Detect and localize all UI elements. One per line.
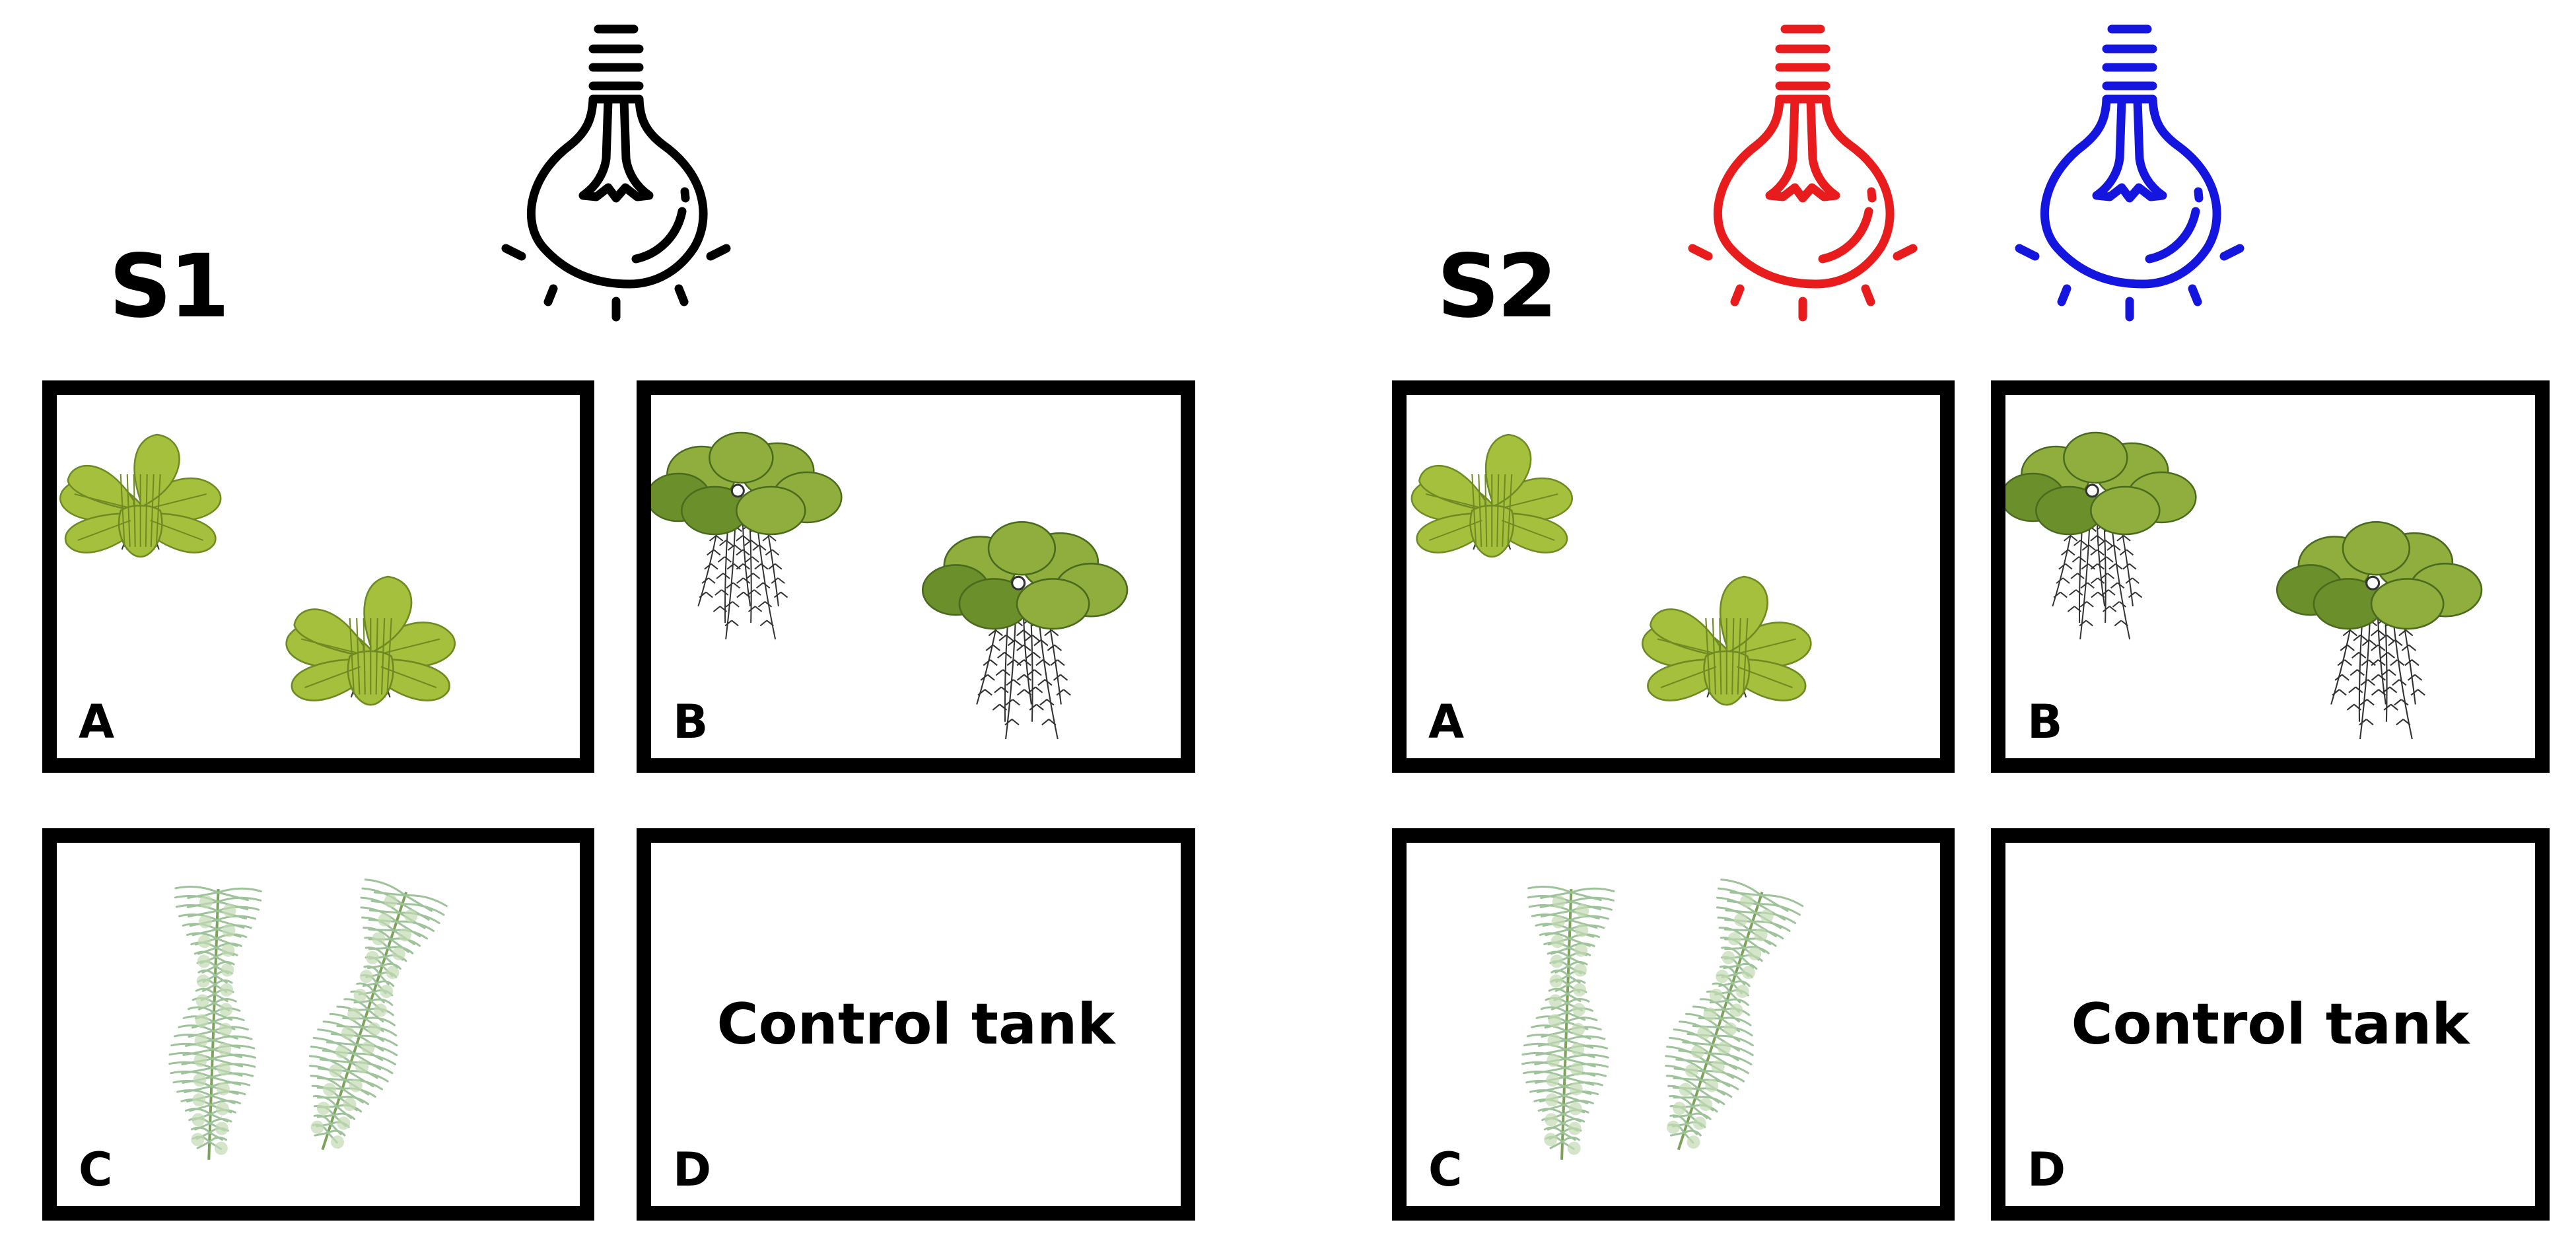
tank-s1-b: B	[637, 380, 1195, 773]
tank-letter: A	[1428, 695, 1465, 749]
tank-letter: B	[2027, 695, 2063, 749]
tank-letter: D	[2027, 1143, 2066, 1197]
setup-label-s2: S2	[1437, 236, 1558, 338]
control-tank-label: Control tank	[2071, 991, 2470, 1057]
tank-s2-c: C	[1392, 828, 1955, 1221]
tank-s2-d: Control tank D	[1991, 828, 2550, 1221]
tank-s2-b: B	[1991, 380, 2550, 773]
water-lettuce-plant	[1410, 433, 1812, 706]
waterweed-plant	[1521, 878, 1804, 1160]
tank-letter: B	[673, 695, 709, 749]
tank-s2-a: A	[1392, 380, 1955, 773]
setup-label-s1: S1	[109, 236, 230, 338]
floating-fern-plant	[2005, 431, 2483, 740]
waterweed-plant	[168, 878, 448, 1160]
water-lettuce-plant	[59, 433, 456, 706]
tank-letter: C	[1428, 1143, 1463, 1197]
tank-s1-a: A	[42, 380, 594, 773]
control-tank-label: Control tank	[716, 991, 1115, 1057]
tank-letter: D	[673, 1143, 712, 1197]
tank-s1-d: Control tank D	[637, 828, 1195, 1221]
tank-s1-c: C	[42, 828, 594, 1221]
floating-fern-plant	[651, 431, 1129, 740]
tank-letter: C	[79, 1143, 113, 1197]
tank-letter: A	[79, 695, 115, 749]
